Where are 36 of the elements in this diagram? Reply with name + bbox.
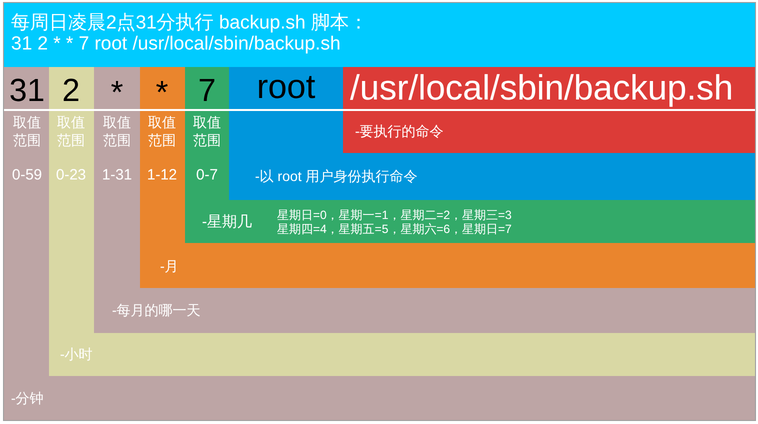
range-heading: 取值范围 xyxy=(148,113,176,149)
cron-field-value: 2 xyxy=(62,74,80,106)
cron-command: 31 2 * * 7 root /usr/local/sbin/backup.sh xyxy=(11,34,341,54)
field-panel xyxy=(185,67,755,243)
cron-field-value: 7 xyxy=(198,74,216,106)
range-heading: 取值范围 xyxy=(102,113,132,149)
user-panel xyxy=(229,67,755,200)
range-heading: 取值范围 xyxy=(192,113,222,149)
weekday-note: 星期日=0，星期一=1，星期二=2，星期三=3 xyxy=(277,208,512,222)
cron-field-value: 31 xyxy=(9,74,45,106)
field-panel xyxy=(140,67,755,288)
field-description: -要执行的命令 xyxy=(355,124,444,138)
field-description: -以 root 用户身份执行命令 xyxy=(255,169,418,183)
header-text: 每周日凌晨2点31分执行 backup.sh 脚本： xyxy=(11,12,368,34)
weekday-note: 星期四=4，星期五=5，星期六=6，星期日=7 xyxy=(277,222,512,236)
cron-field-value: /usr/local/sbin/backup.sh xyxy=(350,70,734,106)
cron-field-value: * xyxy=(156,76,168,108)
field-description: -分钟 xyxy=(11,391,44,405)
cron-field-value: * xyxy=(110,76,124,108)
field-panel xyxy=(94,67,755,333)
field-description: -每月的哪一天 xyxy=(112,303,201,317)
command-panel xyxy=(343,67,755,153)
value-range: 0-7 xyxy=(196,168,218,182)
value-range: 0-23 xyxy=(56,168,86,182)
header-banner xyxy=(4,3,755,67)
value-range: 1-12 xyxy=(146,168,178,182)
range-heading: 取值范围 xyxy=(12,113,42,149)
field-panel xyxy=(49,67,755,376)
value-range: 1-31 xyxy=(102,168,132,182)
cron-field-value: root xyxy=(256,70,316,104)
field-description: -星期几 xyxy=(202,214,252,230)
field-panel xyxy=(4,67,755,420)
range-heading: 取值范围 xyxy=(56,113,86,149)
field-description: -月 xyxy=(160,259,179,273)
value-range: 0-59 xyxy=(12,168,42,182)
field-description: -小时 xyxy=(60,347,93,361)
